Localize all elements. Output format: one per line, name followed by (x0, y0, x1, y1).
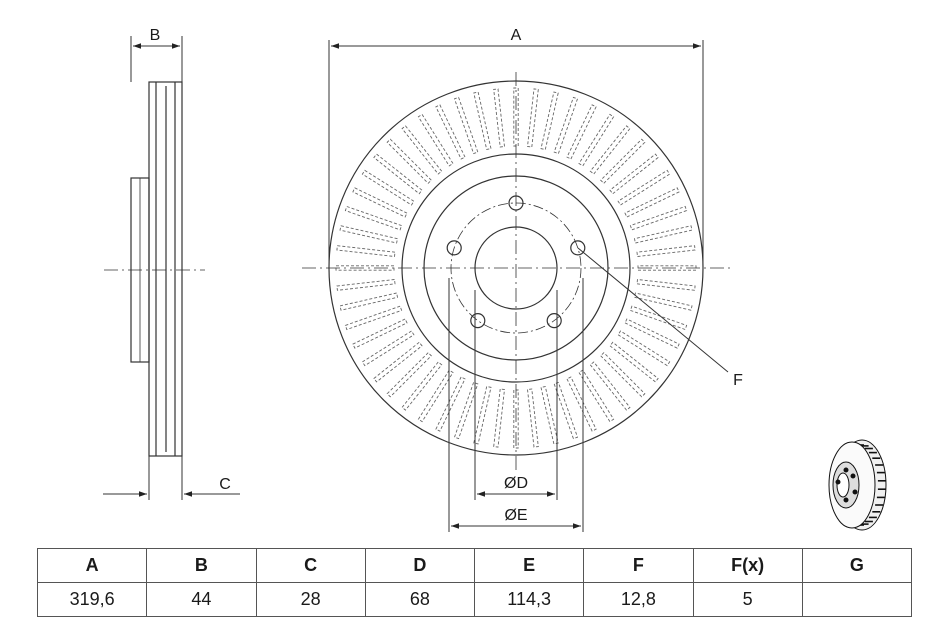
vent-slot (417, 113, 454, 167)
front-view (302, 72, 730, 470)
vent-slot (361, 169, 415, 206)
header-b: B (146, 548, 257, 583)
vent-slot (624, 318, 680, 349)
vent-slot (361, 330, 415, 367)
vent-slot (633, 225, 693, 244)
vent-slot (339, 292, 399, 311)
header-c: C (255, 548, 366, 583)
value-b: 44 (146, 582, 257, 617)
vent-slot (513, 87, 519, 147)
label-b: B (150, 27, 161, 44)
vent-slot (435, 104, 466, 160)
vent-slot (636, 245, 696, 257)
vent-slot (527, 88, 539, 148)
vent-slot (401, 125, 443, 175)
vent-slot (566, 376, 597, 432)
label-e: ØE (504, 507, 527, 524)
label-f: F (733, 372, 743, 389)
value-e: 114,3 (473, 582, 585, 617)
bolt-hole (570, 240, 586, 256)
vent-slot (633, 292, 693, 311)
value-a: 319,6 (36, 582, 148, 617)
vent-slot (566, 104, 597, 160)
technical-drawing: B C A F ØD (103, 27, 887, 532)
value-c: 28 (255, 582, 366, 617)
vent-slot (553, 381, 579, 440)
vent-slot (629, 205, 688, 231)
value-d: 68 (364, 582, 476, 617)
header-a: A (36, 548, 148, 583)
dimension-a (328, 40, 704, 268)
vent-slot (473, 91, 492, 151)
table-header-row: A B C D E F F(x) G (36, 548, 913, 583)
dimension-f (577, 247, 729, 373)
vent-slot (344, 205, 403, 231)
vent-slot (435, 376, 466, 432)
vent-slot (386, 352, 432, 398)
vent-slot (629, 305, 688, 331)
header-d: D (364, 548, 476, 583)
disc-3d-thumbnail (828, 439, 887, 531)
vent-slot (636, 279, 696, 291)
vent-slot (453, 96, 479, 155)
label-d: ØD (504, 475, 528, 492)
label-c: C (219, 476, 231, 493)
vent-slot (344, 305, 403, 331)
table-row: 319,6 44 28 68 114,3 12,8 5 (36, 582, 913, 617)
vent-slot (609, 153, 659, 195)
dimension-d (474, 290, 558, 500)
vent-slot (373, 341, 423, 383)
vent-slot (335, 265, 395, 271)
bolt-hole (546, 313, 562, 329)
header-e: E (473, 548, 585, 583)
vent-slot (373, 153, 423, 195)
vent-slot (401, 361, 443, 411)
value-f: 12,8 (583, 582, 694, 617)
vent-slot (336, 279, 396, 291)
value-g (801, 582, 913, 617)
vent-slot (339, 225, 399, 244)
vent-slot (453, 381, 479, 440)
vent-slot (493, 388, 505, 448)
vent-slot (336, 245, 396, 257)
vent-slot (553, 96, 579, 155)
vent-slot (578, 113, 615, 167)
vent-slot (617, 169, 671, 206)
vent-slot (624, 187, 680, 218)
bolt-hole (470, 313, 486, 329)
bolt-hole (446, 240, 462, 256)
vent-slot (589, 125, 631, 175)
header-fx: F(x) (692, 548, 803, 583)
vent-slot (600, 352, 646, 398)
vent-slot (473, 385, 492, 445)
vent-slot (600, 138, 646, 184)
vent-slot (578, 369, 615, 423)
vent-slot (513, 389, 519, 449)
vent-slot (609, 341, 659, 383)
vent-slot (589, 361, 631, 411)
vent-slot (527, 388, 539, 448)
label-a: A (511, 27, 522, 44)
side-view (104, 81, 205, 457)
spec-table: A B C D E F F(x) G 319,6 44 28 68 114,3 … (36, 548, 913, 617)
vent-slot (417, 369, 454, 423)
vent-slot (540, 385, 559, 445)
vent-slot (493, 88, 505, 148)
vent-slot (540, 91, 559, 151)
dimension-c (103, 456, 240, 500)
value-fx: 5 (692, 582, 803, 617)
dimension-b (130, 36, 183, 82)
vent-slot (637, 265, 697, 271)
vent-slot (386, 138, 432, 184)
header-g: G (801, 548, 913, 583)
header-f: F (583, 548, 694, 583)
dimension-e (448, 278, 584, 532)
vent-slot (352, 318, 408, 349)
vent-slot (352, 187, 408, 218)
vent-slot (617, 330, 671, 367)
